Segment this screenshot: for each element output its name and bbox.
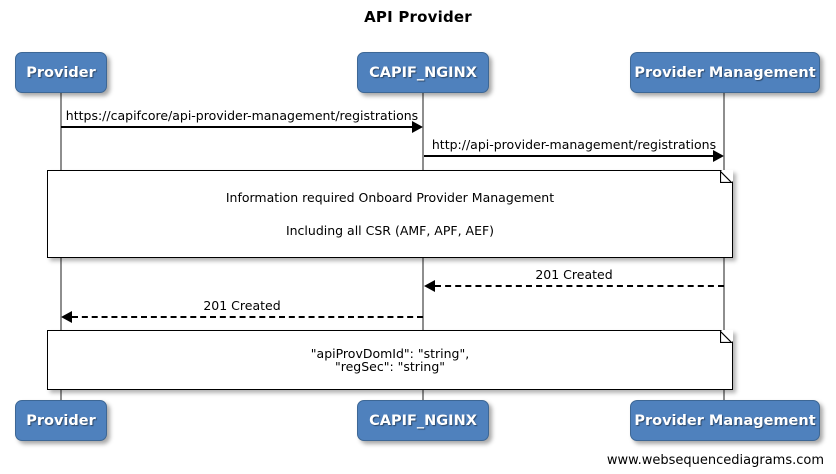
- note-line: "apiProvDomId": "string",: [310, 345, 470, 361]
- note-line: "regSec": "string": [334, 359, 446, 374]
- note-fold-icon: [720, 171, 732, 183]
- page-title: API Provider: [364, 8, 472, 26]
- message-label: 201 Created: [203, 298, 281, 313]
- note-fold-icon: [720, 331, 732, 343]
- note-line: Including all CSR (AMF, APF, AEF): [285, 223, 495, 238]
- arrowhead-right-icon: [412, 121, 423, 133]
- participant-provider-top[interactable]: Provider: [15, 52, 107, 93]
- participant-capif-nginx-bottom[interactable]: CAPIF_NGINX: [357, 400, 489, 441]
- participant-label: Provider: [26, 64, 96, 81]
- message-line: [72, 316, 423, 318]
- participant-provider-bottom[interactable]: Provider: [15, 400, 107, 441]
- note-line: Information required Onboard Provider Ma…: [225, 189, 555, 205]
- participant-capif-nginx-top[interactable]: CAPIF_NGINX: [357, 52, 489, 93]
- watermark-footer: www.websequencediagrams.com: [606, 453, 824, 468]
- message-label: https://capifcore/api-provider-managemen…: [65, 108, 419, 123]
- participant-label: CAPIF_NGINX: [369, 412, 477, 429]
- participant-label: Provider: [26, 412, 96, 429]
- participant-provider-management-bottom[interactable]: Provider Management: [630, 400, 820, 441]
- message-label: 201 Created: [535, 267, 613, 282]
- participant-label: Provider Management: [634, 412, 816, 429]
- arrowhead-right-icon: [713, 150, 724, 162]
- message-line: [424, 155, 713, 157]
- message-line: [61, 126, 412, 128]
- participant-provider-management-top[interactable]: Provider Management: [630, 52, 820, 93]
- participant-label: CAPIF_NGINX: [369, 64, 477, 81]
- participant-label: Provider Management: [634, 64, 816, 81]
- arrowhead-left-icon: [61, 311, 72, 323]
- arrowhead-left-icon: [424, 280, 435, 292]
- note-onboard-info: Information required Onboard Provider Ma…: [47, 170, 733, 258]
- message-label: http://api-provider-management/registrat…: [431, 137, 717, 152]
- message-line: [435, 285, 724, 287]
- note-response-body: "apiProvDomId": "string", "regSec": "str…: [47, 330, 733, 390]
